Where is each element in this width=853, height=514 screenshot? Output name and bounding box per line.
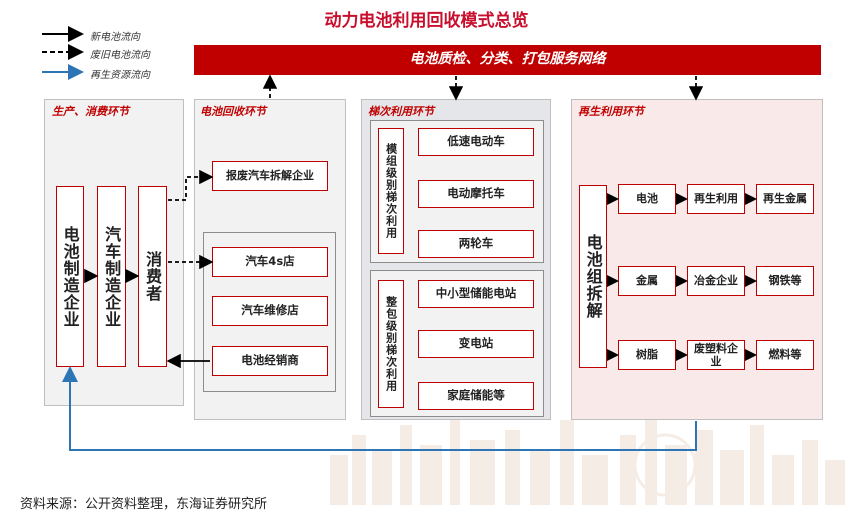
regen-panel-title: 再生利用环节: [578, 105, 644, 118]
legend-used-label: 废旧电池流向: [90, 50, 150, 61]
pack-dismantle-box: 电池组拆解: [579, 185, 607, 368]
substation-box: 变电站: [418, 330, 534, 358]
low-speed-ev-box: 低速电动车: [418, 128, 534, 156]
source-note: 资料来源：公开资料整理，东海证券研究所: [20, 497, 268, 512]
car-maker-box: 汽车制造企业: [97, 186, 126, 367]
legend-regen-label: 再生资源流向: [90, 70, 150, 81]
e-motorcycle-box: 电动摩托车: [418, 180, 534, 208]
small-storage-station-box: 中小型储能电站: [418, 280, 534, 308]
plastic-waste-box: 废塑料企业: [687, 340, 745, 370]
steel-box: 钢铁等: [756, 266, 814, 296]
consumer-to-dismantler-arrow: [168, 169, 214, 201]
car-repair-shop-box: 汽车维修店: [212, 296, 328, 326]
service-network-banner: 电池质检、分类、打包服务网络: [194, 45, 821, 75]
battery-dealer-box: 电池经销商: [212, 346, 328, 376]
legend-new-label: 新电池流向: [90, 32, 140, 43]
regen-metal-box: 再生金属: [756, 184, 814, 214]
regen-battery-box: 电池: [618, 184, 676, 214]
module-level-label: 模组级别梯次利用: [378, 128, 404, 254]
legend-arrows: [42, 26, 84, 80]
page-title: 动力电池利用回收模式总览: [324, 11, 529, 31]
battery-maker-box: 电池制造企业: [56, 186, 84, 367]
car-4s-store-box: 汽车4s店: [212, 247, 328, 277]
consumer-box: 消费者: [138, 186, 167, 367]
resin-box: 树脂: [618, 340, 676, 370]
skyline-decoration: [330, 410, 845, 505]
metal-box: 金属: [618, 266, 676, 296]
production-panel-title: 生产、消费环节: [52, 105, 129, 118]
two-wheeler-box: 两轮车: [418, 230, 534, 258]
scrap-dismantler-box: 报废汽车拆解企业: [212, 161, 328, 191]
home-storage-box: 家庭储能等: [418, 382, 534, 410]
recycling-panel-title: 电池回收环节: [200, 105, 266, 118]
regen-return-arrow: [62, 366, 697, 451]
pack-level-label: 整包级别梯次利用: [378, 280, 404, 408]
cascade-panel-title: 梯次利用环节: [368, 105, 434, 118]
metallurgy-box: 冶金企业: [687, 266, 745, 296]
